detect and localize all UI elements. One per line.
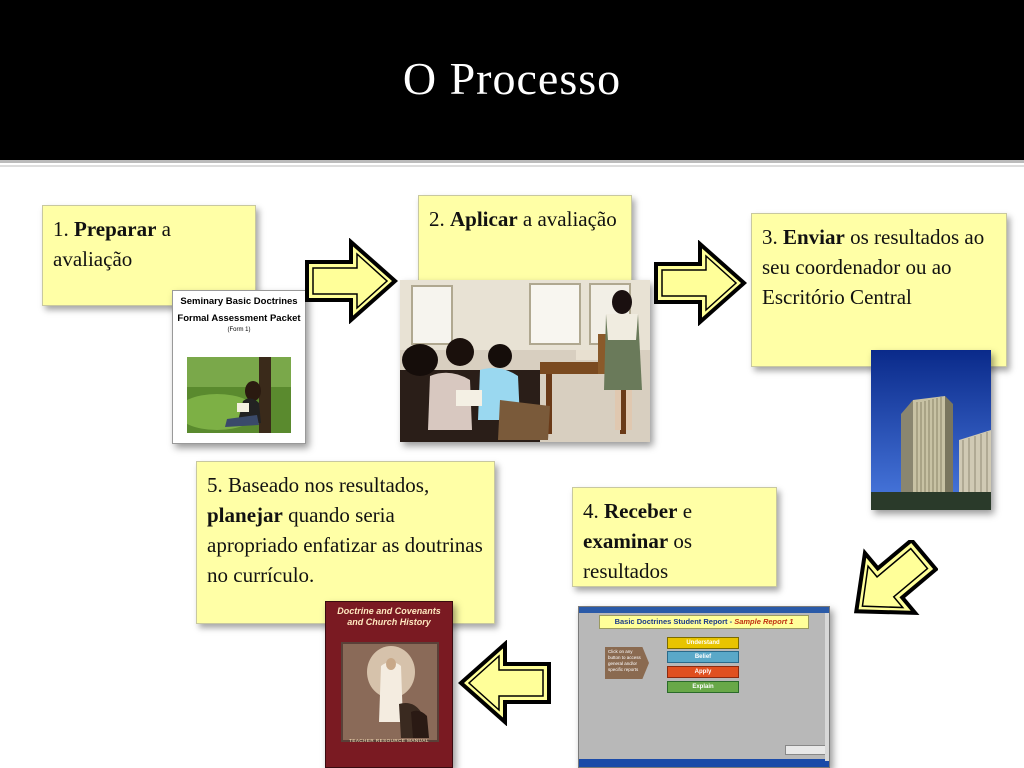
assessment-packet-image: Seminary Basic Doctrines Formal Assessme… <box>172 290 306 444</box>
step-2-number: 2. <box>429 207 445 231</box>
book-painting <box>341 642 439 742</box>
step-3-box: 3. Enviar os resultados ao seu coordenad… <box>751 213 1007 367</box>
header-divider-secondary <box>0 165 1024 167</box>
report-button-explain-label: Explain <box>692 684 714 690</box>
book-footer: TEACHER RESOURCE MANUAL <box>349 738 429 743</box>
step-1-number: 1. <box>53 217 69 241</box>
report-inner-panel <box>785 745 827 755</box>
report-taskbar <box>579 759 829 767</box>
step-4-number: 4. <box>583 499 599 523</box>
step-2-verb: Aplicar <box>450 207 518 231</box>
report-scrollbar <box>825 613 829 761</box>
step-4-text-2: os resultados <box>583 529 693 583</box>
step-4-text: e <box>677 499 693 523</box>
church-office-building-photo <box>871 350 991 510</box>
step-2-text: a avaliação <box>517 207 617 231</box>
report-button-understand[interactable]: Understand <box>667 637 739 649</box>
packet-title-line2: Formal Assessment Packet <box>177 313 301 324</box>
step-5-text-pre: 5. Baseado nos resultados, <box>207 473 430 497</box>
report-subtitle: Sample Report 1 <box>734 617 794 626</box>
report-button-belief-label: Belief <box>694 654 712 660</box>
report-button-explain[interactable]: Explain <box>667 681 739 693</box>
arrow-right-icon <box>654 240 748 326</box>
report-callout-text: Click on any button to access general an… <box>608 649 641 672</box>
step-4-box: 4. Receber e examinar os resultados <box>572 487 777 587</box>
step-5-box: 5. Baseado nos resultados, planejar quan… <box>196 461 495 624</box>
step-3-verb: Enviar <box>783 225 845 249</box>
report-button-apply-label: Apply <box>694 669 712 675</box>
arrow-right-icon <box>305 238 399 324</box>
report-button-understand-label: Understand <box>686 640 720 646</box>
step-3-text: os resultados ao seu coordenador ou ao E… <box>762 225 985 309</box>
arrow-down-left-icon <box>853 540 938 615</box>
step-4-verb-2: examinar <box>583 529 669 553</box>
step-5-verb: planejar <box>207 503 283 527</box>
student-report-screenshot: Basic Doctrines Student Report - Sample … <box>578 606 830 768</box>
step-5-text: quando seria apropriado enfatizar as dou… <box>207 503 483 587</box>
report-callout: Click on any button to access general an… <box>605 647 649 679</box>
report-button-apply[interactable]: Apply <box>667 666 739 678</box>
report-button-belief[interactable]: Belief <box>667 651 739 663</box>
packet-form-label: (Form 1) <box>227 327 251 333</box>
book-title-line1: Doctrine and Covenants <box>337 606 441 616</box>
book-cover-image: Doctrine and Covenants and Church Histor… <box>325 601 453 768</box>
step-1-verb: Preparar <box>74 217 157 241</box>
report-window-titlebar <box>579 607 829 613</box>
packet-title-line1: Seminary Basic Doctrines <box>180 296 298 307</box>
step-2-box: 2. Aplicar a avaliação <box>418 195 632 295</box>
report-header-bar: Basic Doctrines Student Report - Sample … <box>599 615 809 629</box>
step-4-verb: Receber <box>604 499 678 523</box>
step-1-box: 1. Preparar a avaliação <box>42 205 256 306</box>
page-title: O Processo <box>402 52 622 104</box>
step-1-text: a avaliação <box>53 217 171 271</box>
reading-girl-photo <box>187 357 291 433</box>
classroom-photo <box>400 280 650 442</box>
title-bar: O Processo <box>0 0 1024 160</box>
step-3-number: 3. <box>762 225 778 249</box>
book-title-line2: and Church History <box>347 617 431 627</box>
header-divider <box>0 160 1024 163</box>
report-title: Basic Doctrines Student Report <box>614 617 728 626</box>
arrow-left-icon <box>457 640 551 726</box>
